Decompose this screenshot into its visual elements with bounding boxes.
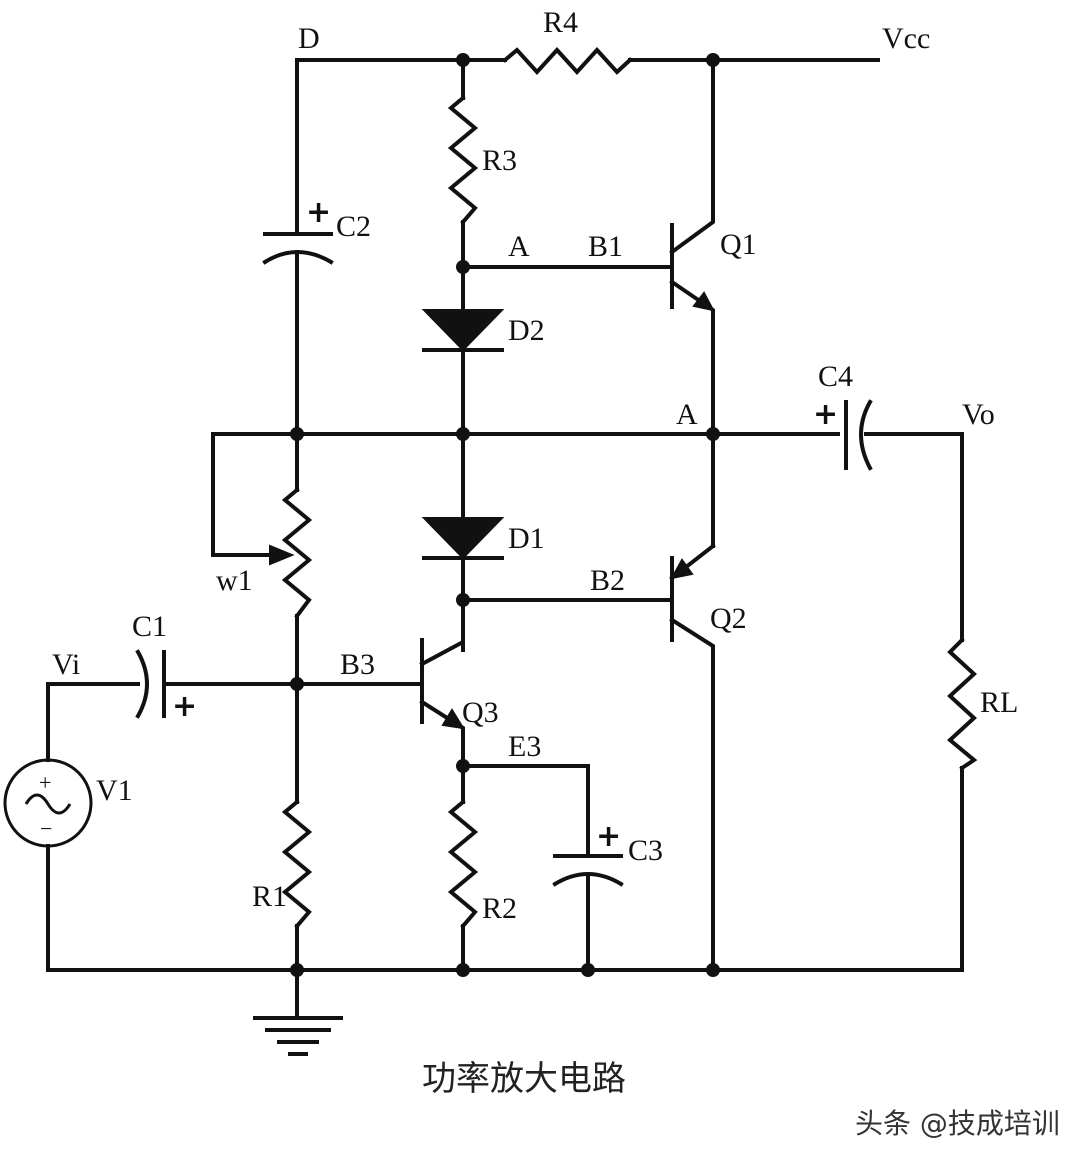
resistor-r2	[447, 799, 479, 929]
w1-wiper-arrow	[269, 544, 295, 566]
v1-minus: −	[40, 816, 52, 841]
resistor-r3	[447, 95, 479, 225]
q2-collector	[669, 617, 715, 972]
label-q3: Q3	[462, 696, 499, 729]
label-v1: V1	[96, 774, 133, 807]
diodes	[421, 309, 505, 560]
label-c4: C4	[818, 360, 853, 393]
wires	[46, 58, 964, 1020]
label-w1: w1	[216, 564, 253, 597]
junction-mid-left	[290, 427, 304, 441]
transistor-arrows	[441, 291, 715, 730]
junction-mid-right	[706, 427, 720, 441]
resistors	[269, 47, 978, 929]
label-c2: C2	[336, 210, 371, 243]
q3-collector	[419, 638, 465, 667]
label-d: D	[298, 22, 320, 55]
c4-plate-curved	[859, 399, 873, 471]
c1-plus: +	[172, 689, 197, 724]
label-b1: B1	[588, 230, 623, 263]
label-b3: B3	[340, 648, 375, 681]
label-rl: RL	[980, 686, 1018, 719]
c2-plus: +	[306, 195, 331, 230]
c2-plate-curved	[262, 250, 334, 265]
label-a-top: A	[508, 230, 530, 263]
label-r1: R1	[252, 880, 287, 913]
junction-e3	[456, 759, 470, 773]
diode-d1	[421, 517, 505, 560]
label-vi: Vi	[52, 648, 80, 681]
label-r2: R2	[482, 892, 517, 925]
component-labels: D R4 Vcc R3 C2 A B1 Q1 D2 C4 A Vo D1 w1 …	[52, 6, 1018, 925]
label-vcc: Vcc	[882, 22, 930, 55]
junction-gnd-3	[581, 963, 595, 977]
resistor-w1	[281, 487, 313, 619]
junction-r3-top	[456, 53, 470, 67]
junction-gnd-4	[706, 963, 720, 977]
junction-gnd-2	[456, 963, 470, 977]
label-q2: Q2	[710, 602, 747, 635]
label-r3: R3	[482, 144, 517, 177]
resistor-r1	[281, 799, 313, 929]
q2-emitter-arrow	[670, 558, 694, 580]
junction-node-a	[456, 260, 470, 274]
junctions	[290, 53, 720, 977]
label-c3: C3	[628, 834, 663, 867]
junction-b2	[456, 593, 470, 607]
resistor-r4	[502, 47, 633, 75]
junction-b3	[290, 677, 304, 691]
source-v1: + −	[3, 758, 93, 848]
label-e3: E3	[508, 730, 541, 763]
v1-plus: +	[39, 770, 51, 795]
label-b2: B2	[590, 564, 625, 597]
v1-circle	[3, 758, 93, 848]
c1-plate-curved	[135, 649, 149, 719]
capacitors: + + + +	[135, 195, 873, 887]
junction-mid-center	[456, 427, 470, 441]
watermark: 头条 @技成培训	[855, 1107, 1060, 1140]
wire-e3-to-c3	[461, 764, 590, 854]
diagram-caption: 功率放大电路	[422, 1059, 626, 1099]
label-q1: Q1	[720, 228, 757, 261]
diode-d2	[421, 309, 505, 352]
label-c1: C1	[132, 610, 167, 643]
resistor-rl	[946, 637, 978, 771]
c4-plus: +	[813, 397, 838, 432]
label-d1: D1	[508, 522, 545, 555]
wire-c4-to-vo	[864, 432, 964, 642]
junction-gnd-1	[290, 963, 304, 977]
label-r4: R4	[543, 6, 578, 39]
v1-sine	[24, 793, 72, 815]
label-vo: Vo	[962, 398, 995, 431]
q1-collector	[669, 58, 715, 255]
label-d2: D2	[508, 314, 545, 347]
wire-w1-wiper	[211, 432, 274, 557]
junction-vcc	[706, 53, 720, 67]
ground-symbol	[253, 1016, 343, 1056]
q3-emitter-arrow	[441, 708, 465, 730]
c3-plate-curved	[552, 872, 624, 887]
label-a-mid: A	[676, 398, 698, 431]
c3-plus: +	[596, 819, 621, 854]
wire-vi	[46, 682, 140, 762]
q1-emitter-arrow	[692, 291, 715, 312]
